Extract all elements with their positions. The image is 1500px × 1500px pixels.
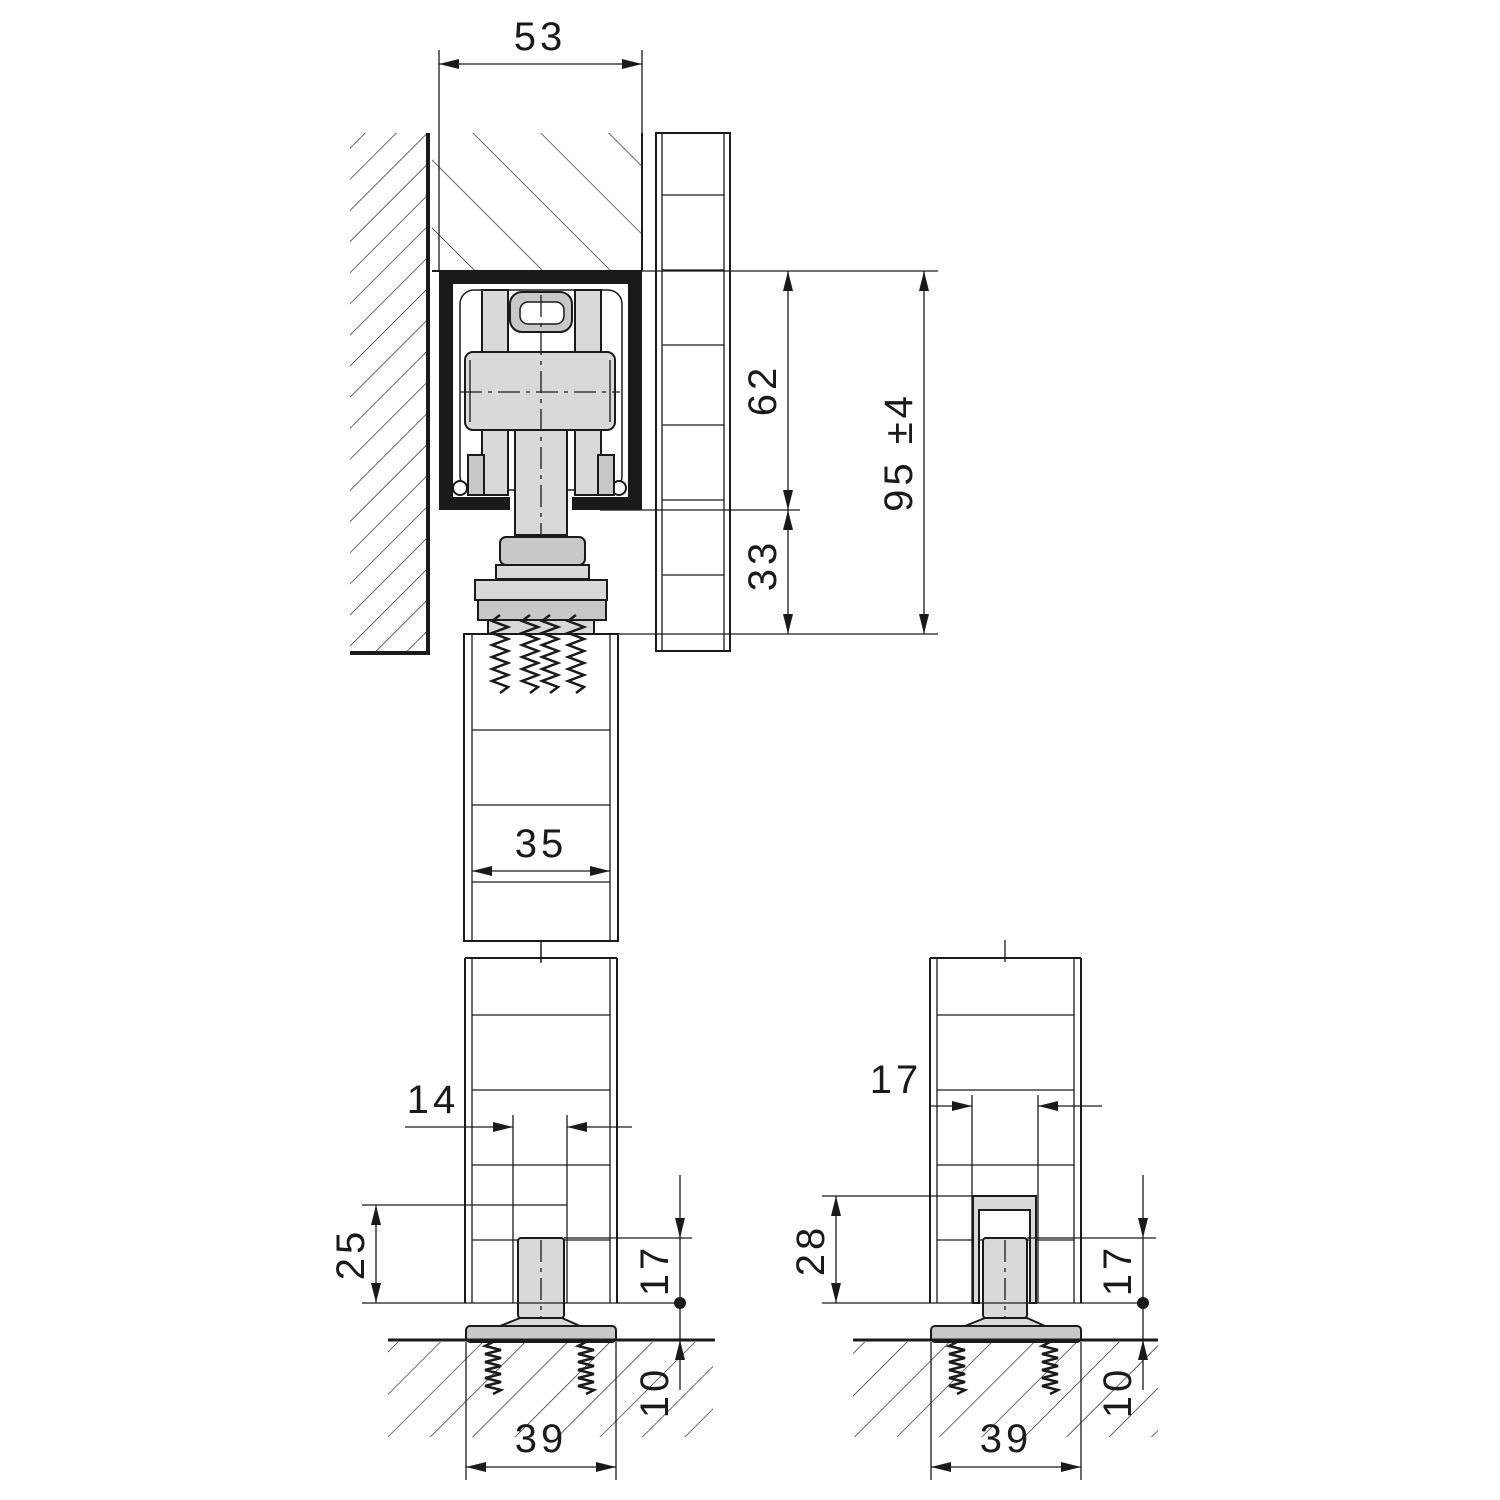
- spring-coils: [488, 614, 588, 694]
- dimension-17-right: 17: [1027, 1175, 1156, 1309]
- dim-label-total-height: 95 ±4: [877, 392, 921, 512]
- dimension-95: 95 ±4: [877, 271, 929, 634]
- dim-label-right-guide-slot: 17: [870, 1058, 923, 1102]
- dim-label-right-pin-height: 17: [1096, 1244, 1140, 1297]
- ceiling-block: [432, 50, 643, 272]
- dim-label-right-guide-height: 28: [789, 1224, 833, 1277]
- dim-label-left-guide-height: 25: [329, 1228, 373, 1281]
- lower-left-view: 14 25: [329, 940, 715, 1480]
- dim-label-height-upper: 62: [741, 364, 785, 417]
- dim-label-left-floor-depth: 10: [633, 1366, 677, 1419]
- dimension-62: 62: [741, 271, 793, 510]
- floor-right: [853, 1338, 1158, 1480]
- lower-right-view: 17 28: [789, 940, 1158, 1480]
- dimension-39-right: 39: [931, 1417, 1081, 1472]
- dim-label-height-lower: 33: [741, 539, 785, 592]
- dim-label-left-guide-slot: 14: [407, 1078, 460, 1122]
- dim-label-left-pin-height: 17: [633, 1244, 677, 1297]
- dimension-10-right: 10: [1096, 1303, 1148, 1419]
- door-panel-lower-left: [464, 940, 618, 1303]
- dimension-53: 53: [439, 15, 642, 69]
- dimension-39-left: 39: [466, 1417, 616, 1472]
- dimension-33: 33: [741, 510, 793, 634]
- door-panel-upper: [463, 633, 619, 965]
- floor-guide-left: [465, 1237, 617, 1343]
- dimension-10-left: 10: [633, 1303, 685, 1419]
- dim-label-right-base-width: 39: [980, 1417, 1033, 1461]
- floor-guide-right: [930, 1237, 1082, 1343]
- dimension-28: 28: [789, 1195, 1145, 1304]
- dimension-35: 35: [472, 822, 610, 876]
- dim-label-door-thickness: 35: [515, 822, 568, 866]
- dim-label-top-width: 53: [514, 15, 567, 59]
- dimension-17-slot: 17: [870, 1058, 1102, 1111]
- dimension-14: 14: [405, 1078, 632, 1132]
- wall-section: [350, 133, 430, 655]
- floor-left: [388, 1338, 715, 1480]
- dimension-17-left: 17: [564, 1175, 692, 1309]
- dimension-25: 25: [329, 1204, 680, 1304]
- carriage: [460, 289, 620, 635]
- adjacent-door-panel: [655, 132, 731, 652]
- dim-label-right-floor-depth: 10: [1096, 1366, 1140, 1419]
- dim-label-left-base-width: 39: [515, 1417, 568, 1461]
- upper-section-view: 53: [350, 15, 938, 965]
